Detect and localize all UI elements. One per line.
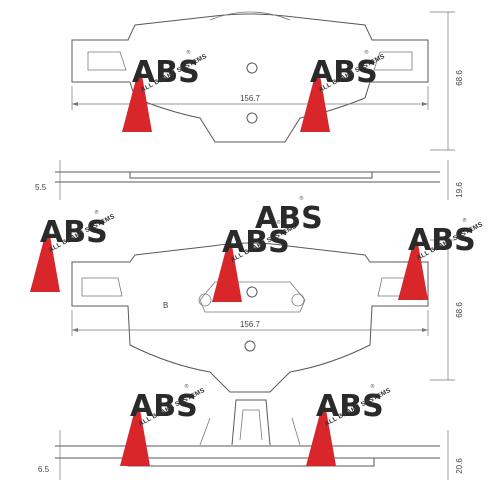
bottom-height-label: 68.6 (455, 302, 464, 318)
top-total-thickness-label: 19.6 (455, 182, 464, 198)
bottom-thickness-label: 6.5 (38, 465, 50, 474)
bottom-width-dimension: 156.7 (71, 310, 429, 336)
abs-logo-registered: ® (299, 195, 304, 202)
abs-logo-1: ABS ALL BRAKE SYSTEMS ® (122, 49, 208, 132)
abs-logo-letters: ABS (316, 389, 384, 424)
abs-logo-registered: ® (186, 49, 191, 56)
top-height-label: 68.6 (455, 70, 464, 86)
abs-logo-3: ABS ALL BRAKE SYSTEMS ® (30, 209, 116, 292)
abs-logo-registered: ® (94, 209, 99, 216)
top-pad-outline (71, 11, 429, 143)
abs-logo-registered: ® (364, 49, 369, 56)
top-pad-hole-lower (246, 112, 258, 124)
top-pad-side-view: 5.5 19.6 (35, 160, 464, 200)
abs-logo-registered: ® (276, 219, 281, 226)
abs-logo-registered: ® (462, 217, 467, 224)
bottom-width-label: 156.7 (240, 320, 261, 329)
bottom-total-thickness-label: 20.6 (455, 458, 464, 474)
abs-logo-letters: ABS (132, 55, 200, 90)
pad-label: B (163, 301, 168, 310)
bottom-height-dimension: 68.6 (430, 239, 464, 381)
abs-logo-letters: ABS (255, 201, 323, 236)
bottom-pad-side-view: 6.5 20.6 (38, 399, 464, 480)
bottom-pad-hole-upper (246, 286, 258, 298)
abs-logo-2: ABS ALL BRAKE SYSTEMS ® (300, 49, 386, 132)
abs-logo-letters: ABS (222, 225, 290, 260)
abs-logo-letters: ABS (130, 389, 198, 424)
abs-logo-letters: ABS (310, 55, 378, 90)
abs-logo-6: ABS ALL BRAKE SYSTEMS ® (120, 383, 206, 466)
bottom-pad-hole-lower (244, 340, 256, 352)
top-pad-hole-upper (246, 62, 258, 74)
top-width-label: 156.7 (240, 94, 261, 103)
abs-logo-letters: ABS (40, 215, 108, 250)
abs-logo-7: ABS ALL BRAKE SYSTEMS ® (306, 383, 392, 466)
abs-logo-4: ABS ALL BRAKE SYSTEMS ® (212, 219, 298, 302)
abs-logo-letters: ABS (408, 223, 476, 258)
top-thickness-label: 5.5 (35, 183, 47, 192)
abs-logo-registered: ® (370, 383, 375, 390)
abs-logo-5: ABS ALL BRAKE SYSTEMS ® (398, 217, 484, 300)
top-height-dimension: 68.6 (430, 11, 464, 151)
bottom-pad-outline: B (71, 242, 429, 393)
abs-logo-registered: ® (184, 383, 189, 390)
abs-logo-8: ABS ® (255, 195, 323, 236)
